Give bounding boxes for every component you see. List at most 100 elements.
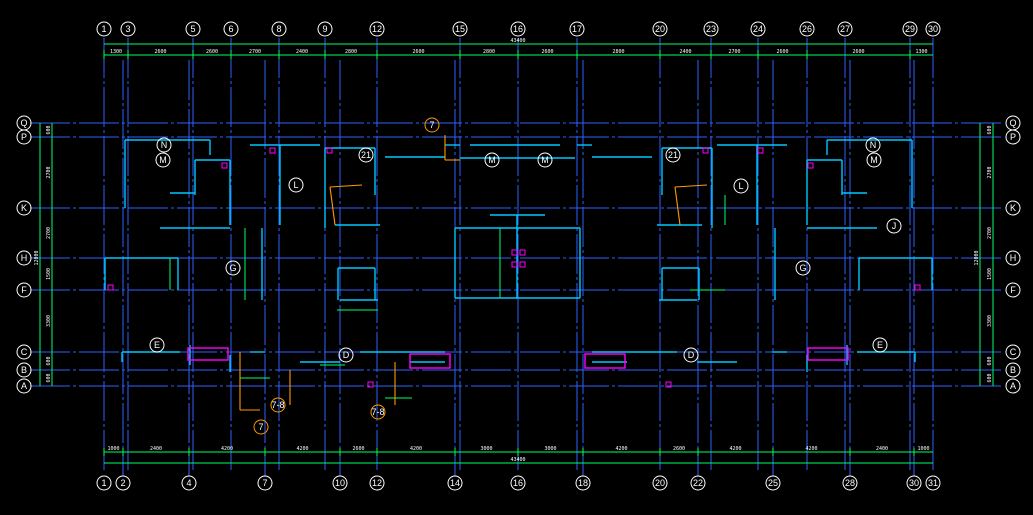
dim-top-seg-8: 2600 bbox=[541, 49, 553, 55]
dim-bot-seg-4: 2600 bbox=[352, 446, 364, 452]
axis-bottom-14-6-circle bbox=[447, 475, 463, 491]
axis-top-15-7-label: 15 bbox=[455, 24, 465, 34]
axis-top-30-16-circle bbox=[925, 21, 941, 37]
dim-bot-seg-13: 1000 bbox=[917, 446, 929, 452]
axis-top-1-0-label: 1 bbox=[101, 24, 106, 34]
dim-bot-seg-6: 3000 bbox=[480, 446, 492, 452]
axis-top-27-14-label: 27 bbox=[840, 24, 850, 34]
axis-bottom-22-10-circle bbox=[690, 475, 706, 491]
tag-center-1-circle bbox=[537, 152, 553, 168]
axis-left-C-circle bbox=[16, 344, 32, 360]
dim-bot-seg-7: 3000 bbox=[544, 446, 556, 452]
axis-right-A-label: A bbox=[1010, 381, 1016, 391]
dim-bot-seg-0: 1000 bbox=[107, 446, 119, 452]
axis-top-20-10-circle bbox=[652, 21, 668, 37]
axis-bottom-16-7-label: 16 bbox=[513, 478, 523, 488]
detail-bubble-1-circle bbox=[253, 419, 269, 435]
tag-center-3-circle bbox=[665, 147, 681, 163]
window-mark-8 bbox=[511, 249, 518, 256]
accent-line-2 bbox=[674, 184, 708, 188]
dim-bot-total: 43400 bbox=[510, 457, 525, 463]
axis-bottom-18-8-circle bbox=[575, 475, 591, 491]
axis-left-A-label: A bbox=[21, 381, 27, 391]
axis-right-P-label: P bbox=[1010, 132, 1016, 142]
window-mark-9 bbox=[519, 249, 526, 256]
dim-right-seg-3: 1500 bbox=[987, 268, 993, 280]
tag-left-4-label: E bbox=[154, 340, 160, 350]
axis-left-P-circle bbox=[16, 129, 32, 145]
tag-right-2-label: L bbox=[738, 181, 743, 191]
axis-bottom-1-0-label: 1 bbox=[101, 478, 106, 488]
axis-right-H-circle bbox=[1005, 250, 1021, 266]
accent-line-0 bbox=[329, 184, 363, 188]
detail-bubble-2-label: 7-8 bbox=[271, 400, 284, 410]
window-mark-11 bbox=[519, 261, 526, 268]
axis-right-B-circle bbox=[1005, 362, 1021, 378]
tag-left-0-label: N bbox=[161, 140, 168, 150]
details: 777-87-8 bbox=[239, 117, 708, 435]
axis-bottom-28-12-circle bbox=[842, 475, 858, 491]
axis-bottom-7-3-label: 7 bbox=[262, 478, 267, 488]
dim-left-seg-4: 3300 bbox=[46, 315, 52, 327]
tag-left-3-label: G bbox=[229, 263, 236, 273]
axis-bottom-18-8-label: 18 bbox=[578, 478, 588, 488]
dim-top-seg-2: 2600 bbox=[206, 49, 218, 55]
axis-right-C-label: C bbox=[1010, 347, 1017, 357]
axis-right-P-circle bbox=[1005, 129, 1021, 145]
axis-left-Q-label: Q bbox=[20, 118, 27, 128]
dim-top-seg-7: 2800 bbox=[483, 49, 495, 55]
dim-bot-seg-12: 2400 bbox=[876, 446, 888, 452]
axis-top-1-0-circle bbox=[96, 21, 112, 37]
window-mark-5 bbox=[807, 162, 814, 169]
axis-bottom-4-2-circle bbox=[181, 475, 197, 491]
axis-right-F-circle bbox=[1005, 282, 1021, 298]
axis-left-C-label: C bbox=[21, 347, 28, 357]
dim-right-seg-5: 600 bbox=[987, 356, 993, 365]
axis-top-30-16-label: 30 bbox=[928, 24, 938, 34]
axis-bottom-10-4-label: 10 bbox=[335, 478, 345, 488]
walls bbox=[104, 139, 933, 388]
tag-right-1-label: M bbox=[870, 155, 878, 165]
dim-right-seg-2: 2700 bbox=[987, 227, 993, 239]
axis-left-P-label: P bbox=[21, 132, 27, 142]
tag-right-1-circle bbox=[866, 152, 882, 168]
dim-left-seg-1: 2700 bbox=[46, 166, 52, 178]
axis-top-29-15-label: 29 bbox=[905, 24, 915, 34]
dim-right-seg-1: 2700 bbox=[987, 166, 993, 178]
axis-left-H-circle bbox=[16, 250, 32, 266]
axis-right-H-label: H bbox=[1010, 253, 1017, 263]
tag-left-5-label: D bbox=[343, 350, 350, 360]
tag-center-2-circle bbox=[358, 147, 374, 163]
axis-bottom-16-7-circle bbox=[510, 475, 526, 491]
tag-left-4-circle bbox=[149, 337, 165, 353]
axis-left-H-label: H bbox=[21, 253, 28, 263]
axis-bottom-12-5-label: 12 bbox=[372, 478, 382, 488]
axis-top-24-12-circle bbox=[750, 21, 766, 37]
axis-bottom-25-11-circle bbox=[765, 475, 781, 491]
dim-right-seg-0: 600 bbox=[987, 125, 993, 134]
window-mark-13 bbox=[665, 381, 672, 388]
dim-left-seg-0: 600 bbox=[46, 125, 52, 134]
tag-left-3-circle bbox=[225, 260, 241, 276]
axis-bottom-7-3-circle bbox=[257, 475, 273, 491]
tag-center-3-label: 21 bbox=[668, 150, 678, 160]
dim-bot-seg-1: 2400 bbox=[150, 446, 162, 452]
axis-right-K-label: K bbox=[1010, 203, 1016, 213]
window-mark-3 bbox=[107, 284, 114, 291]
axis-top-15-7-circle bbox=[452, 21, 468, 37]
dim-top-seg-11: 2700 bbox=[728, 49, 740, 55]
axis-bottom-2-1-circle bbox=[115, 475, 131, 491]
tag-left-0-circle bbox=[156, 137, 172, 153]
tag-right-4-label: E bbox=[877, 340, 883, 350]
dim-bot-seg-11: 4200 bbox=[805, 446, 817, 452]
axis-top-26-13-label: 26 bbox=[802, 24, 812, 34]
axis-left-A-circle bbox=[16, 378, 32, 394]
axis-top-3-1-label: 3 bbox=[125, 24, 130, 34]
axis-top-9-5-circle bbox=[317, 21, 333, 37]
axis-top-17-9-circle bbox=[569, 21, 585, 37]
tag-right-3-label: G bbox=[799, 263, 806, 273]
dim-bot-seg-9: 2600 bbox=[673, 446, 685, 452]
